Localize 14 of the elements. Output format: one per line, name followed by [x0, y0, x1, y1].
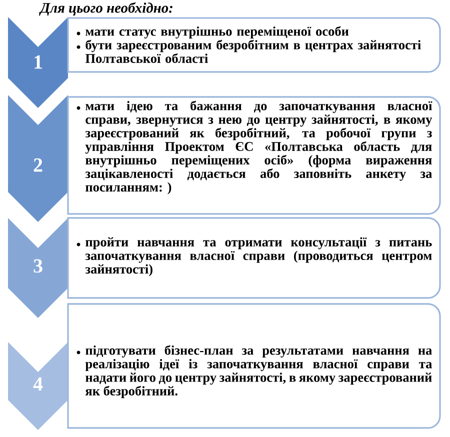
- step-box: [67, 96, 441, 215]
- step-number-tab: 2: [8, 94, 68, 222]
- list-item: мати статус внутрішньо переміщеної особи: [86, 26, 349, 39]
- list-item: мати ідею та бажання до започаткування власної справи, звернутися з нею до центру зайнятості, в якому зареєстрований як безробітний, та робочої групи з управління Проектом ЄС «Полтавська область для внутрішньо переміщених осіб» (форма вираження зацікавленості додається або заповніть анкету за посиланням: ): [85, 100, 432, 194]
- title: Для цього необхідно:: [39, 2, 172, 16]
- step-number-tab: 4: [8, 342, 68, 430]
- list-item: підготувати бізнес-план за результатами навчання на реалізацію ідеї із започаткування власної справи та надати його до центру зайнятості, в якому зареєстрований як безробітний.: [85, 345, 432, 398]
- list-item: бути зареєстрованим безробітним в центрах зайнятості Полтавської області: [85, 40, 421, 63]
- step-box: [67, 217, 441, 299]
- step-box: [67, 17, 441, 73]
- step-number-tab: 1: [8, 17, 68, 108]
- step-number-tab: 3: [8, 218, 68, 318]
- step-box: [67, 303, 441, 429]
- list-item: пройти навчання та отримати консультації з питань започаткування власної справи (проводиться центром зайнятості): [85, 237, 432, 276]
